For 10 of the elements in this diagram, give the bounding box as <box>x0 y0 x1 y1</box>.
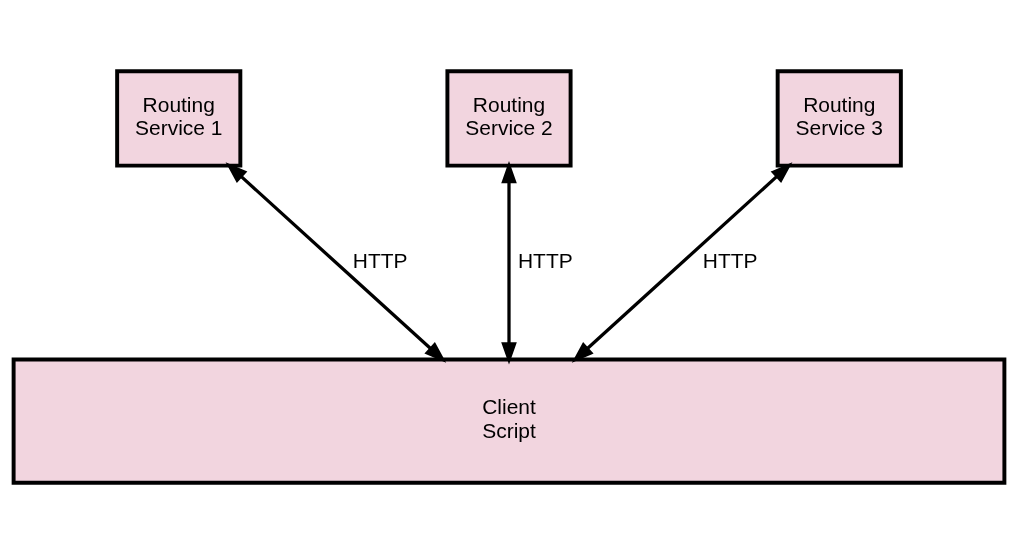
arrow <box>225 162 447 363</box>
node-box: Routing Service 2 <box>445 69 573 168</box>
edge-label: HTTP <box>517 248 573 272</box>
edge-label: HTTP <box>352 248 408 272</box>
node-box: Routing Service 1 <box>115 69 243 168</box>
arrow <box>571 162 793 363</box>
node-box: Routing Service 3 <box>775 69 903 168</box>
arrow <box>501 161 517 365</box>
node-box: Client Script <box>11 357 1007 485</box>
edge-label: HTTP <box>702 248 758 272</box>
